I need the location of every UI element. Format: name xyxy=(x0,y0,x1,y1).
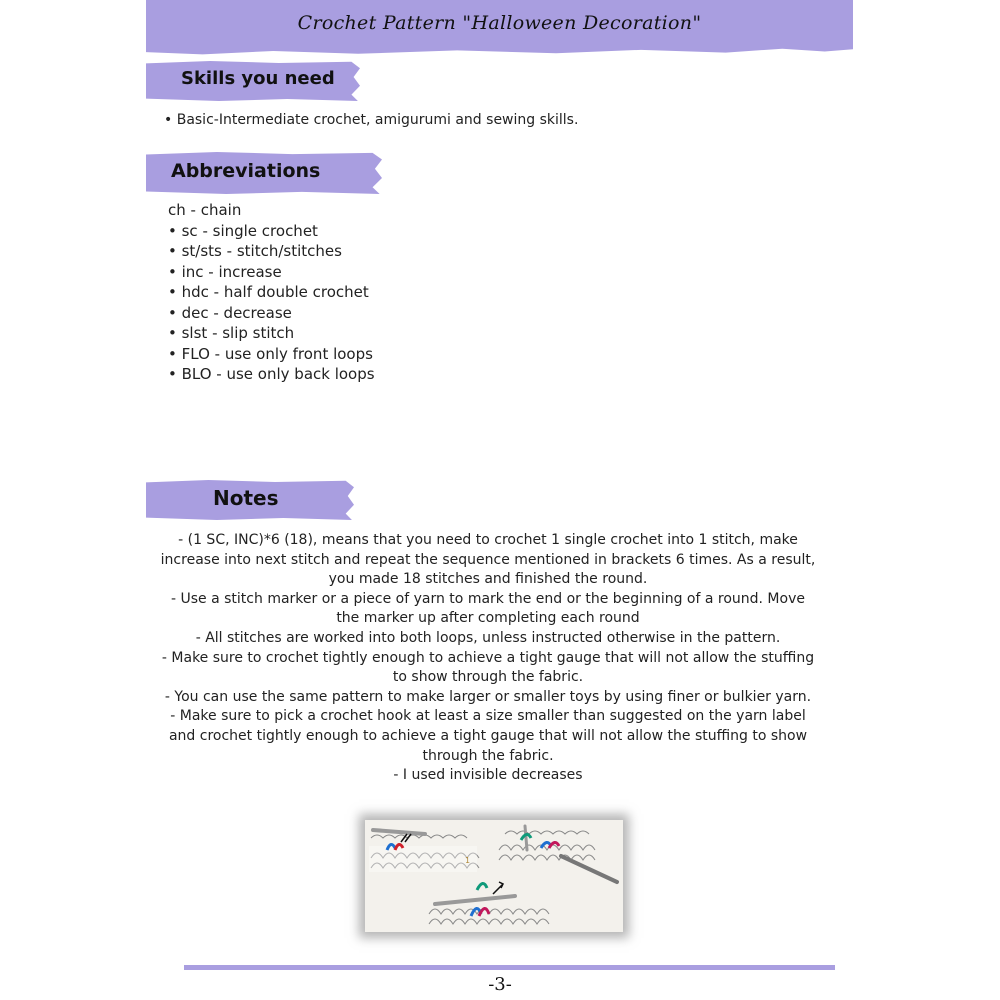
list-item: ch - chain xyxy=(168,201,242,219)
skills-heading: Skills you need xyxy=(181,68,335,89)
list-item: • FLO - use only front loops xyxy=(168,344,373,363)
notes-paragraph: - (1 SC, INC)*6 (18), means that you nee… xyxy=(160,532,816,588)
notes-heading: Notes xyxy=(213,486,279,510)
list-item: • dec - decrease xyxy=(168,303,292,322)
notes-paragraph: - Make sure to crochet tightly enough to… xyxy=(161,649,815,686)
skills-heading-brush xyxy=(146,61,360,101)
skills-item: • Basic-Intermediate crochet, amigurumi … xyxy=(164,112,579,128)
invisible-decrease-illustration: 1 xyxy=(365,820,623,932)
list-item: • hdc - half double crochet xyxy=(168,283,369,301)
list-item: • st/sts - stitch/stitches xyxy=(168,242,342,260)
abbreviations-heading: Abbreviations xyxy=(171,160,321,182)
footer-divider xyxy=(184,965,835,970)
header-banner xyxy=(146,0,853,55)
list-item: • slst - slip stitch xyxy=(168,324,295,342)
page-number: -3- xyxy=(488,974,512,995)
abbreviations-heading-brush xyxy=(146,152,382,194)
list-item: • BLO - use only back loops xyxy=(168,365,375,383)
crochet-stitch-diagram: 1 xyxy=(369,824,619,925)
illustration-step-label: 1 xyxy=(465,856,470,865)
notes-paragraph: - Make sure to pick a crochet hook at le… xyxy=(168,708,808,764)
document-title: Crochet Pattern "Halloween Decoration" xyxy=(297,12,702,34)
notes-paragraph: - You can use the same pattern to make l… xyxy=(164,688,812,705)
list-item: • sc - single crochet xyxy=(168,221,318,240)
notes-paragraph: - All stitches are worked into both loop… xyxy=(195,629,781,646)
abbreviations-list: ch - chain • sc - single crochet • st/st… xyxy=(168,200,375,385)
notes-heading-brush xyxy=(146,480,354,520)
list-item: • inc - increase xyxy=(168,262,282,281)
notes-paragraph: - I used invisible decreases xyxy=(393,767,583,784)
notes-text: - (1 SC, INC)*6 (18), means that you nee… xyxy=(160,531,816,786)
notes-paragraph: - Use a stitch marker or a piece of yarn… xyxy=(171,590,805,627)
